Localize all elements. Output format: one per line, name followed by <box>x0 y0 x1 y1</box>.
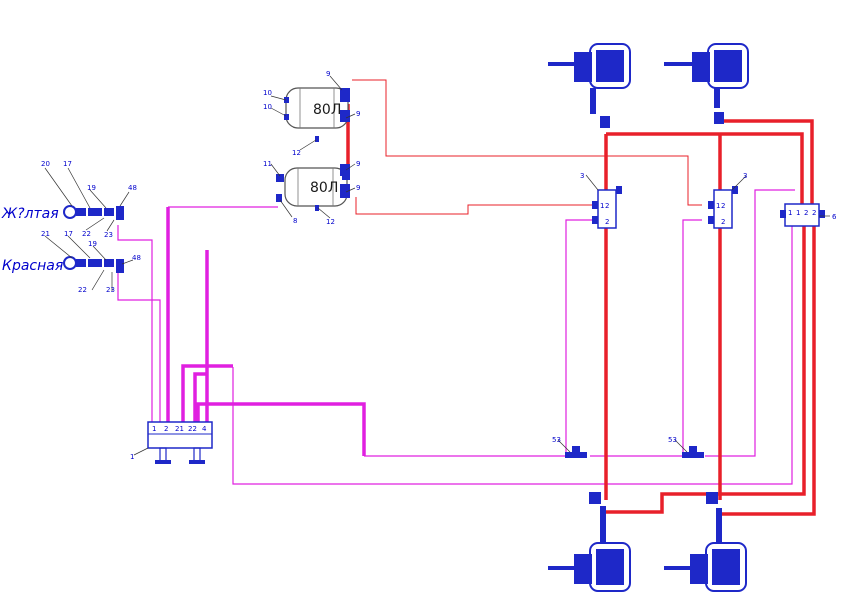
label-3-left: 3 <box>580 172 584 180</box>
valve-3-left-port-2b: 2 <box>605 218 609 226</box>
valve-3-left-port-1: 1 <box>600 202 604 210</box>
coupling-yellow-label: Ж?лтая <box>1 206 59 222</box>
label-19-a: 19 <box>87 184 96 192</box>
label-9-b: 9 <box>356 110 360 118</box>
label-23-b: 23 <box>106 286 115 294</box>
label-10-a: 10 <box>263 89 272 97</box>
label-17-b: 17 <box>64 230 73 238</box>
part-labels: 3 3 6 1 53 53 9 9 9 9 10 10 11 8 12 12 2… <box>41 70 837 461</box>
module-port-22: 22 <box>188 425 197 433</box>
brake-chamber-bottom-left <box>548 492 631 592</box>
label-48-a: 48 <box>128 184 137 192</box>
label-53-right: 53 <box>668 436 677 444</box>
label-9-d: 9 <box>356 184 360 192</box>
leader-lines <box>44 75 830 456</box>
label-8: 8 <box>293 217 297 225</box>
brake-chamber-top-left <box>548 43 631 128</box>
module-port-2: 2 <box>164 425 168 433</box>
label-21: 21 <box>41 230 50 238</box>
module-port-1: 1 <box>152 425 156 433</box>
service-lines-thin <box>352 79 702 215</box>
label-20: 20 <box>41 160 50 168</box>
relay-port-2a: 2 <box>804 209 808 217</box>
label-17-a: 17 <box>63 160 72 168</box>
label-53-left: 53 <box>552 436 561 444</box>
coupling-yellow <box>63 205 124 220</box>
relay-port-1a: 1 <box>788 209 792 217</box>
valve-3-right-port-2a: 2 <box>721 202 725 210</box>
valve-53-right <box>682 446 704 458</box>
control-lines-thick <box>166 207 366 456</box>
air-tank-lower: 80Л <box>276 167 350 207</box>
label-23-a: 23 <box>104 231 113 239</box>
label-12-a: 12 <box>292 149 301 157</box>
valve-3-left: 1 2 2 <box>592 186 622 229</box>
label-9-a: 9 <box>326 70 330 78</box>
valve-3-right: 1 2 2 <box>708 186 738 229</box>
relay-valve-6: 1 1 2 2 <box>780 203 825 227</box>
control-lines-thin <box>117 189 795 485</box>
relay-port-2b: 2 <box>812 209 816 217</box>
label-22-a: 22 <box>82 230 91 238</box>
module-port-4: 4 <box>202 425 207 433</box>
label-12-b: 12 <box>326 218 335 226</box>
label-6: 6 <box>832 213 837 221</box>
module-port-21: 21 <box>175 425 184 433</box>
label-22-b: 22 <box>78 286 87 294</box>
label-11: 11 <box>263 160 272 168</box>
label-9-c: 9 <box>356 160 360 168</box>
coupling-red <box>63 256 124 273</box>
label-19-b: 19 <box>88 240 97 248</box>
coupling-red-label: Красная <box>2 258 63 274</box>
tank-fittings <box>276 88 350 211</box>
label-10-b: 10 <box>263 103 272 111</box>
tank-volume-upper: 80Л <box>313 102 341 118</box>
label-1: 1 <box>130 453 134 461</box>
valve-53-left <box>565 446 587 458</box>
control-module-1: 1 2 21 22 4 <box>147 421 213 464</box>
valve-3-left-port-2a: 2 <box>605 202 609 210</box>
valve-3-right-port-2b: 2 <box>721 218 725 226</box>
relay-port-1b: 1 <box>796 209 800 217</box>
brake-chamber-bottom-right <box>664 492 747 592</box>
valve-3-right-port-1: 1 <box>716 202 720 210</box>
tank-volume-lower: 80Л <box>310 180 338 196</box>
brake-chamber-top-right <box>664 43 749 124</box>
label-3-right: 3 <box>743 172 747 180</box>
label-48-b: 48 <box>132 254 141 262</box>
